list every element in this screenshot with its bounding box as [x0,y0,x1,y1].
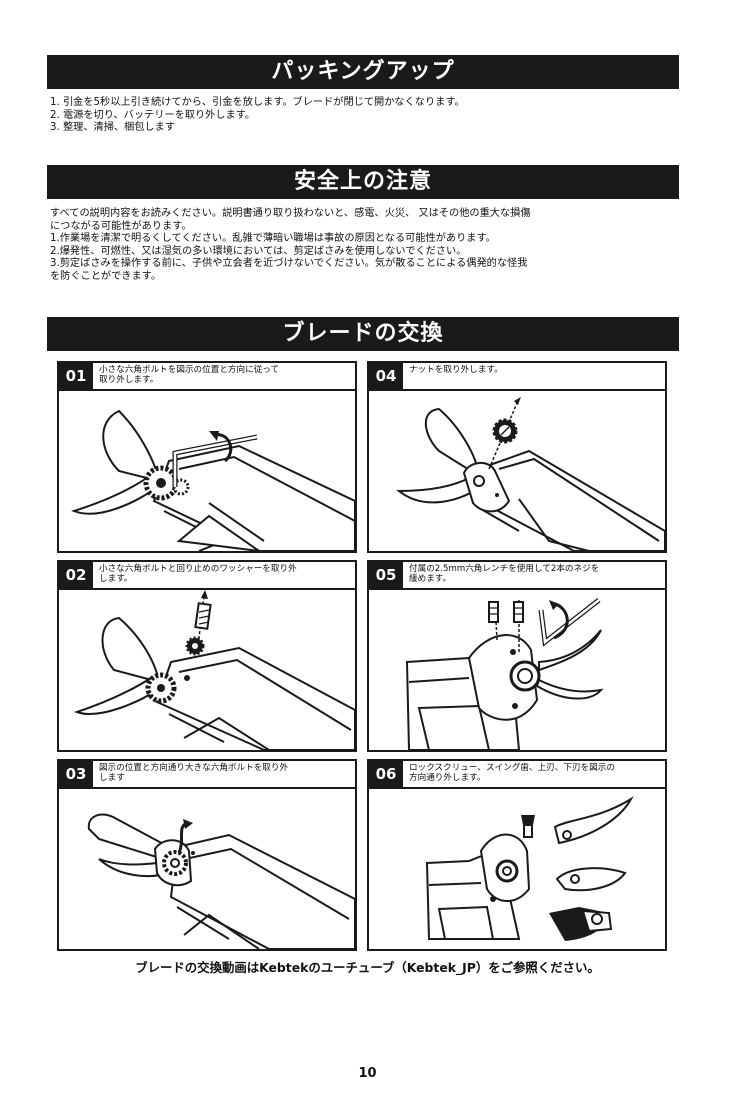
step-number: 02 [59,562,93,588]
step-card-05: 05 付属の2.5mm六角レンチを使用して2本のネジを緩めます。 [367,560,667,752]
blade-video-note: ブレードの交換動画はKebtekのユーチューブ（Kebtek_JP）をご参照くだ… [135,960,600,975]
step-card-04: 04 ナットを取り外します。 [367,361,667,553]
step-description: 小さな六角ボルトを図示の位置と方向に従って取り外します。 [99,365,280,385]
pruner-nut-removal-illustration [396,397,665,551]
page-number: 10 [358,1066,377,1081]
step-number: 03 [59,761,93,787]
packing-line: 1. 引金を5秒以上引き続けてから、引金を放します。ブレードが閉じて開かなくなり… [50,97,465,108]
packing-line: 2. 電源を切り、バッテリーを取り外します。 [50,109,256,121]
step-description: ナットを取り外します。 [409,365,503,375]
packing-title: パッキングアップ [47,55,679,89]
step-card-01: 01 小さな六角ボルトを図示の位置と方向に従って取り外します。 [57,361,357,553]
step-card-03: 03 図示の位置と方向通り大きな六角ボルトを取り外します [57,759,357,951]
step-number: 06 [369,761,403,787]
packing-line: 3. 整理、清掃、梱包します [50,122,176,134]
safety-line: 3.剪定ばさみを操作する前に、子供や立会者を近づけないでください。気が散ることに… [50,258,528,270]
pruner-parts-exploded-illustration [425,796,634,941]
safety-line: 2.爆発性、可燃性、又は湿気の多い環境においては、剪定ばさみを使用しないでくださ… [50,245,467,257]
safety-line: 1.作業場を清潔で明るくしてください。乱雑で薄暗い職場は事故の原因となる可能性が… [50,233,496,245]
safety-line: を防ぐことができます。 [50,270,162,282]
pruner-large-bolt-removal-illustration [87,813,355,949]
step-description: 図示の位置と方向通り大きな六角ボルトを取り外します [99,763,289,783]
pruner-hex-bolt-illustration [71,409,355,551]
pruner-washer-removal-illustration [73,590,355,750]
step-description: ロックスクリュー、スイング歯、上刃、下刃を図示の方向通り外します。 [409,763,615,783]
step-card-02: 02 小さな六角ボルトと回り止めのワッシャーを取り外します。 [57,560,357,752]
step-card-06: 06 ロックスクリュー、スイング歯、上刃、下刃を図示の方向通り外します。 [367,759,667,951]
blade-replacement-title: ブレードの交換 [47,317,679,351]
safety-line: すべての説明内容をお読みください。説明書通り取り扱わないと、感電、火災、 又はそ… [50,208,531,219]
step-description: 小さな六角ボルトと回り止めのワッシャーを取り外します。 [99,564,297,584]
safety-instructions: すべての説明内容をお読みください。説明書通り取り扱わないと、感電、火災、 又はそ… [50,208,680,284]
step-description: 付属の2.5mm六角レンチを使用して2本のネジを緩めます。 [409,564,600,584]
pruner-screw-loosening-illustration [405,598,604,750]
safety-title: 安全上の注意 [47,165,679,199]
step-number: 04 [369,363,403,389]
packing-instructions: 1. 引金を5秒以上引き続けてから、引金を放します。ブレードが閉じて開かなくなり… [50,97,680,135]
step-number: 01 [59,363,93,389]
safety-line: につながる可能性があります。 [50,220,192,232]
step-number: 05 [369,562,403,588]
